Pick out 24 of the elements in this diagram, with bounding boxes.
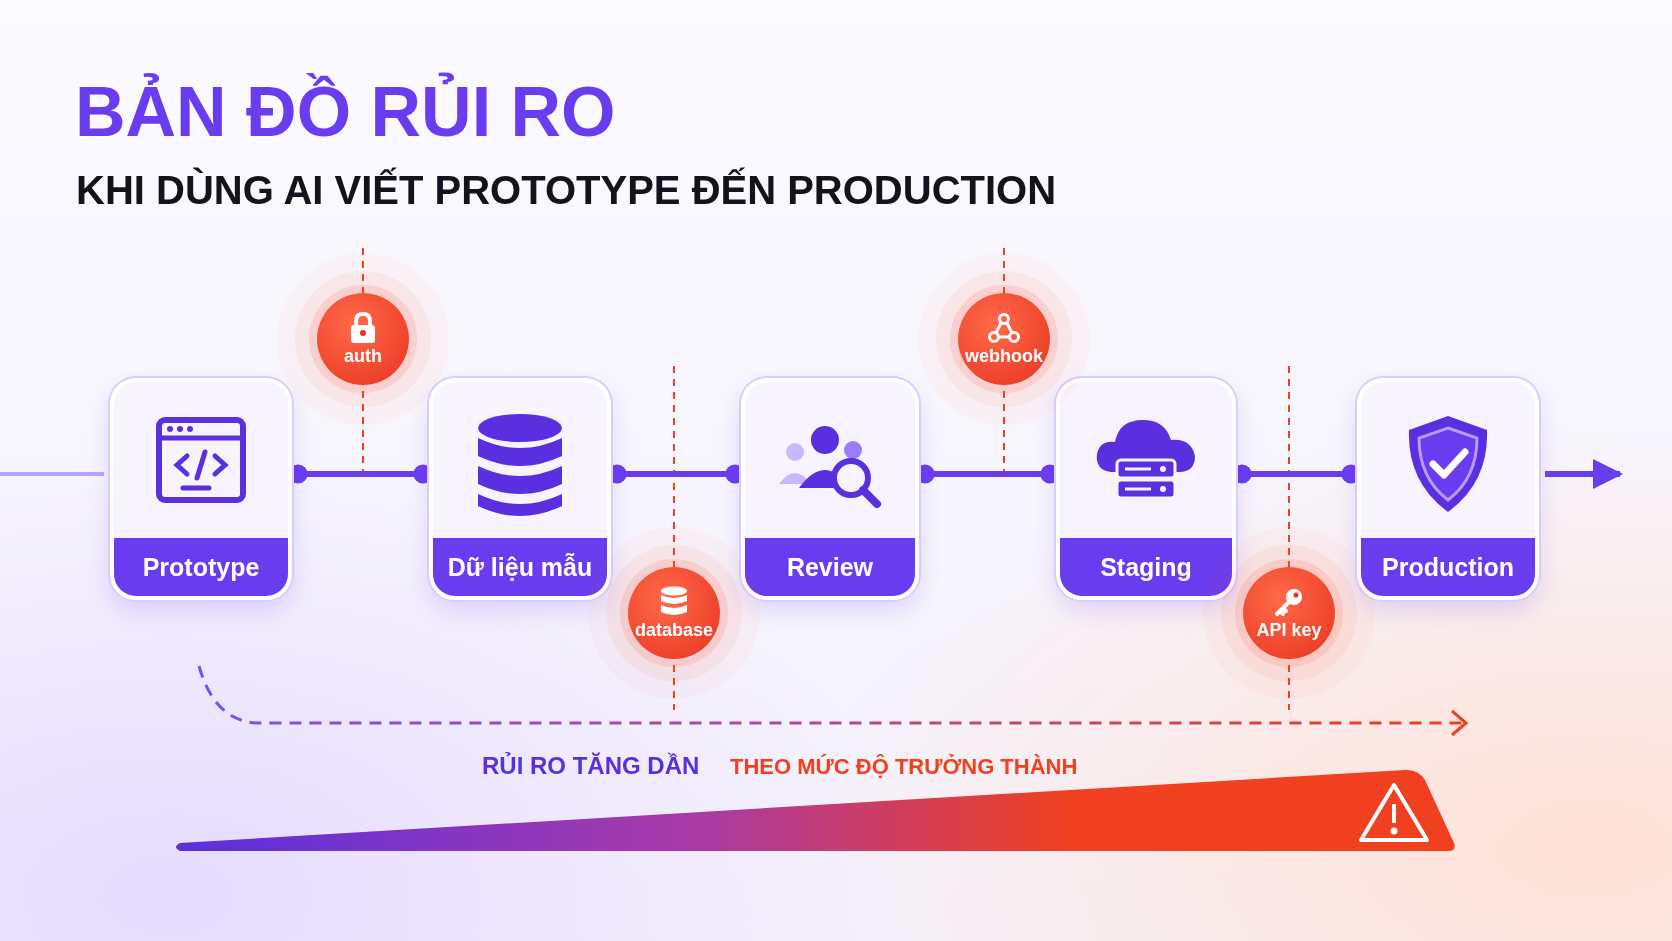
risk-circle — [628, 567, 720, 659]
stage-label: Production — [1361, 538, 1535, 596]
risk-label: auth — [344, 345, 382, 367]
connector — [1545, 459, 1623, 489]
risk-circle — [317, 293, 409, 385]
stage-card — [110, 378, 292, 600]
subtitle: KHI DÙNG AI VIẾT PROTOTYPE ĐẾN PRODUCTION — [76, 168, 1057, 213]
stage-card — [1357, 378, 1539, 600]
stage-card — [741, 378, 919, 600]
risk-label: database — [634, 619, 713, 641]
stage-label: Review — [745, 538, 915, 596]
title: BẢN ĐỒ RỦI RO — [75, 72, 616, 152]
risk-trend-label: THEO MỨC ĐỘ TRƯỞNG THÀNH — [730, 754, 1078, 780]
stage-card — [1056, 378, 1236, 600]
risk-trend-label: RỦI RO TĂNG DẦN — [482, 752, 700, 780]
stage-card — [429, 378, 611, 600]
risk-label: API key — [1256, 619, 1322, 641]
risk-circle — [1243, 567, 1335, 659]
connector — [0, 472, 104, 476]
risk-circle — [958, 293, 1050, 385]
stage-label: Dữ liệu mẫu — [433, 538, 607, 596]
stage-label: Staging — [1060, 538, 1232, 596]
risk-label: webhook — [965, 345, 1043, 367]
stage-label: Prototype — [114, 538, 288, 596]
